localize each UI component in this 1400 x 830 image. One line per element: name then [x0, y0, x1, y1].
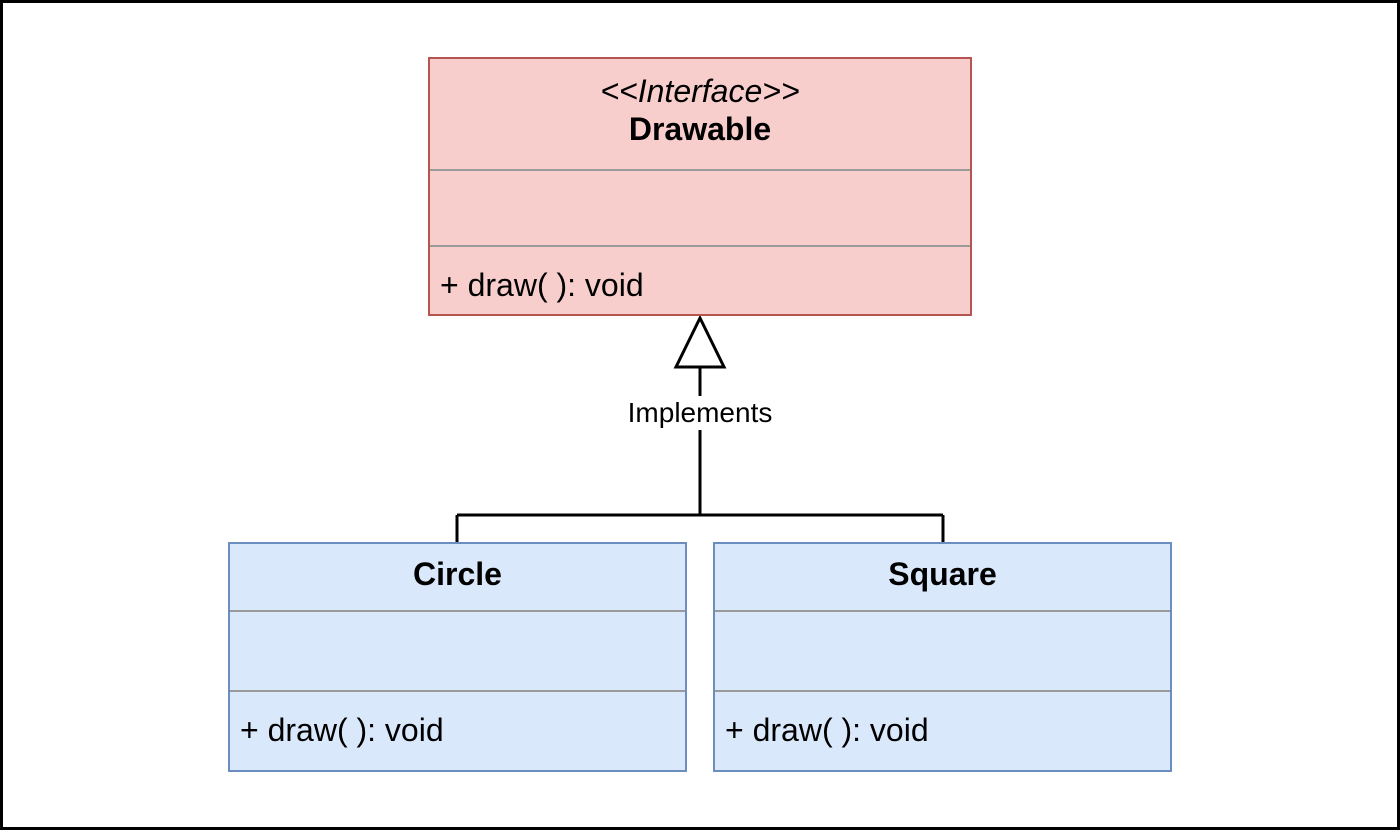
- implements-label: Implements: [600, 396, 800, 430]
- attributes-divider: [715, 610, 1170, 612]
- interface-name: Drawable: [628, 111, 772, 147]
- circle-class-box[interactable]: Circle + draw( ): void: [228, 542, 687, 772]
- circle-name-compartment: Circle: [230, 544, 685, 611]
- attributes-divider: [230, 610, 685, 612]
- circle-operation: + draw( ): void: [240, 712, 444, 748]
- square-class-box[interactable]: Square + draw( ): void: [713, 542, 1172, 772]
- square-name-compartment: Square: [715, 544, 1170, 611]
- operations-divider: [715, 690, 1170, 692]
- circle-class-name: Circle: [413, 556, 502, 592]
- interface-stereotype: <<Interface>>: [600, 73, 800, 109]
- attributes-divider: [430, 169, 970, 171]
- operations-divider: [430, 245, 970, 247]
- square-class-name: Square: [888, 556, 997, 592]
- square-operation: + draw( ): void: [725, 712, 929, 748]
- drawable-interface-box[interactable]: <<Interface>> Drawable + draw( ): void: [428, 57, 972, 316]
- interface-operation: + draw( ): void: [440, 267, 644, 303]
- interface-name-compartment: <<Interface>> Drawable: [430, 59, 970, 170]
- operations-divider: [230, 690, 685, 692]
